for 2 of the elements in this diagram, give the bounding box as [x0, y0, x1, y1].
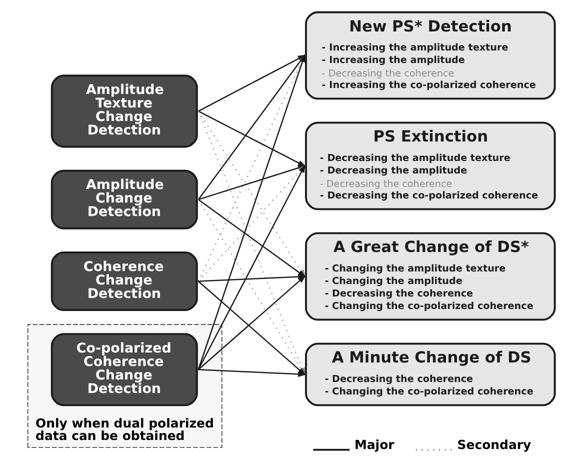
- legend-label: Major: [354, 436, 394, 452]
- legend-label: Secondary: [457, 436, 532, 452]
